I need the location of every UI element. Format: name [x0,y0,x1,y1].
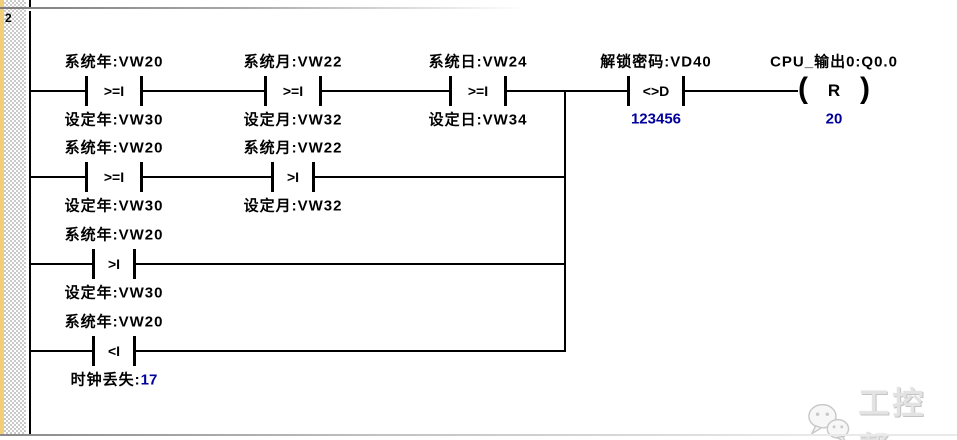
contact-bar-right [504,76,507,106]
operand-label-bottom[interactable]: 设定月:VW32 [244,195,343,216]
operand-symbol: 设定年:VW30 [64,197,164,215]
contact-bar-left [271,162,274,192]
contact-bar-right [140,76,143,106]
operand-label-top[interactable]: CPU_输出0:Q0.0 [770,51,898,72]
operand-symbol: 设定月:VW32 [243,197,343,215]
contact-compare-ge-int[interactable]: >=I [85,162,143,192]
operand-value: 20 [825,110,843,128]
contact-compare-lt-int[interactable]: <I [92,336,136,366]
contact-bar-left [92,249,95,279]
wechat-icon [808,403,850,440]
contact-operator: <I [107,343,121,359]
coil-operator: R [827,81,841,100]
contact-bar-left [85,162,88,192]
operand-label-top[interactable]: 解锁密码:VD40 [600,51,712,72]
operand-symbol: 设定月:VW32 [243,111,343,129]
power-rail [29,11,31,434]
rung-wire [30,90,800,92]
contact-operator: >=I [282,83,304,99]
or-branch-wire [564,90,566,352]
operand-label-bottom[interactable]: 20 [826,111,843,128]
coil-reset[interactable]: ( R) [798,72,870,107]
coil-paren-left: ( [798,72,808,105]
rung-wire [30,263,566,265]
operand-label-bottom[interactable]: 123456 [631,111,681,128]
operand-symbol: 系统年:VW20 [64,226,164,244]
watermark-label: 工控帮 [858,386,927,440]
contact-compare-gt-int[interactable]: >I [271,162,315,192]
contact-bar-right [132,249,136,279]
contact-bar-right [132,336,136,366]
operand-label-top[interactable]: 系统年:VW20 [65,224,164,245]
operand-value: 123456 [630,110,682,128]
operand-symbol: 系统日:VW24 [428,53,528,71]
rung-wire [30,350,566,352]
operand-label-top[interactable]: 系统月:VW22 [244,51,343,72]
contact-bar-right [311,162,315,192]
operand-label-top[interactable]: 系统年:VW20 [65,311,164,332]
contact-compare-ge-int[interactable]: >=I [264,76,322,106]
operand-symbol: 系统年:VW20 [64,53,164,71]
contact-bar-left [92,336,95,366]
operand-symbol: 设定年:VW30 [64,111,164,129]
operand-label-top[interactable]: 系统日:VW24 [429,51,528,72]
contact-operator: >I [286,169,300,185]
operand-label-top[interactable]: 系统年:VW20 [65,51,164,72]
operand-label-top[interactable]: 系统月:VW22 [244,137,343,158]
contact-bar-left [627,76,630,106]
operand-label-top[interactable]: 系统年:VW20 [65,137,164,158]
contact-bar-left [85,76,88,106]
contact-bar-right [319,76,322,106]
coil-paren-right: ) [860,72,870,105]
operand-label-bottom[interactable]: 设定日:VW34 [429,109,528,130]
contact-operator: >I [107,256,121,272]
operand-label-bottom[interactable]: 设定年:VW30 [65,282,164,303]
contact-compare-ne-dint[interactable]: <>D [627,76,685,106]
contact-compare-ge-int[interactable]: >=I [449,76,507,106]
contact-operator: <>D [642,83,670,99]
operand-label-bottom[interactable]: 设定月:VW32 [244,109,343,130]
contact-operator: >=I [467,83,489,99]
contact-bar-right [140,162,143,192]
network-number: 2 [5,11,12,25]
operand-symbol: CPU_输出0:Q0.0 [770,53,898,71]
contact-operator: >=I [103,83,125,99]
operand-symbol: 解锁密码:VD40 [600,53,712,71]
network-separator-top [0,7,957,9]
operand-symbol: 系统月:VW22 [243,139,343,157]
contact-bar-left [449,76,452,106]
operand-label-bottom[interactable]: 设定年:VW30 [65,195,164,216]
operand-symbol: 系统年:VW20 [64,139,164,157]
contact-compare-ge-int[interactable]: >=I [85,76,143,106]
power-rail-stub [29,0,31,8]
contact-operator: >=I [103,169,125,185]
operand-label-bottom[interactable]: 时钟丢失:17 [71,369,158,390]
operand-symbol: 设定年:VW30 [64,284,164,302]
operand-symbol: 系统年:VW20 [64,313,164,331]
watermark: 工控帮 [806,378,957,440]
contact-bar-left [264,76,267,106]
contact-bar-right [682,76,685,106]
operand-value: 17 [140,371,158,389]
operand-label-bottom[interactable]: 设定年:VW30 [65,109,164,130]
network-margin-stripe [0,0,4,434]
contact-compare-gt-int[interactable]: >I [92,249,136,279]
operand-symbol: 系统月:VW22 [243,53,343,71]
operand-symbol: 设定日:VW34 [428,111,528,129]
network-margin[interactable] [0,0,26,434]
operand-symbol: 时钟丢失: [70,371,141,389]
network-separator-bottom [0,434,957,436]
